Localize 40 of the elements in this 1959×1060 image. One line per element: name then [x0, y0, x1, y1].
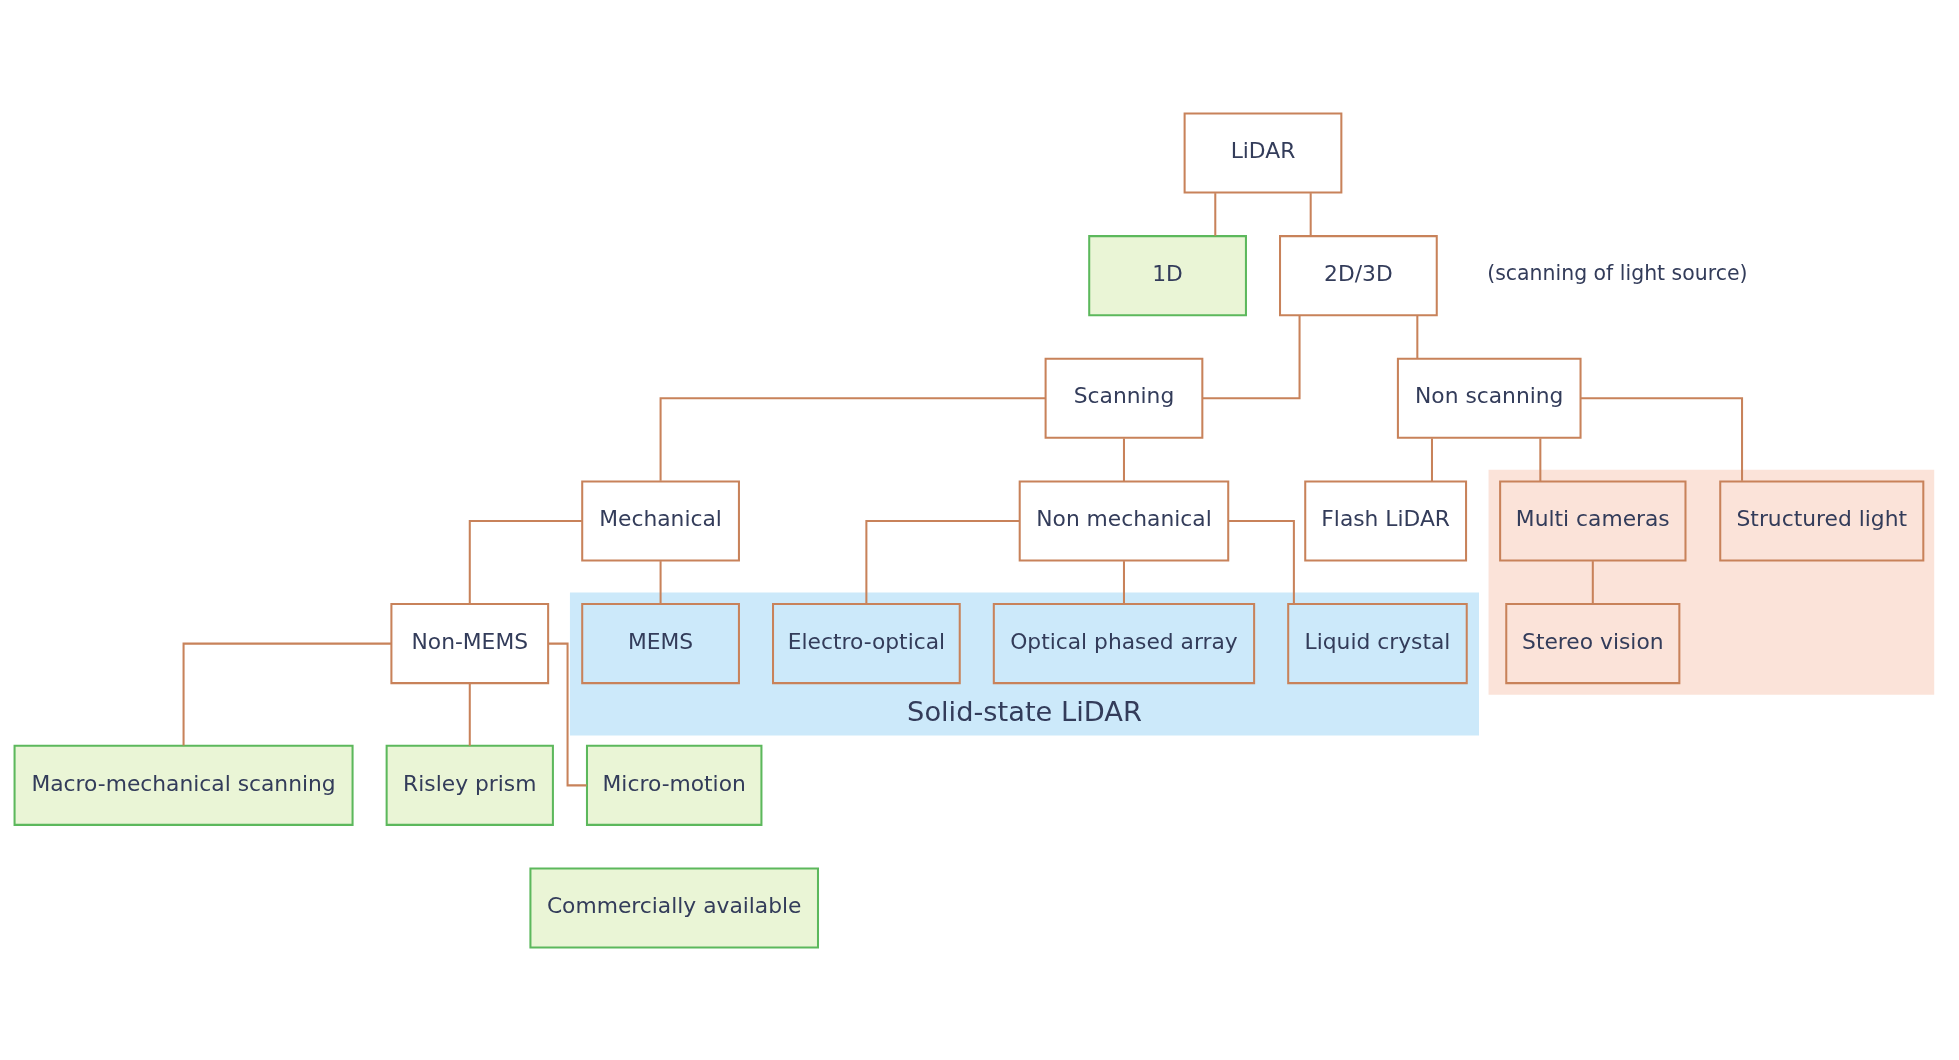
node-box: LiDAR: [1183, 111, 1343, 193]
connector: [865, 519, 1020, 603]
label: (scanning of light source): [1487, 260, 1748, 285]
connector: [1122, 437, 1125, 481]
node-box: Macro-mechanical scanning: [13, 744, 354, 826]
node-box: Non mechanical: [1018, 479, 1230, 561]
node-box: Structured light: [1719, 479, 1925, 561]
node-box: Scanning: [1044, 357, 1204, 439]
connector: [182, 642, 392, 745]
connector: [1214, 192, 1217, 236]
connector: [659, 560, 662, 604]
node-box: Flash LiDAR: [1304, 479, 1468, 561]
connector: [548, 642, 587, 786]
node-box: Optical phased array: [992, 602, 1256, 684]
legend-label: Commercially available: [546, 892, 802, 918]
connector: [1591, 560, 1594, 604]
connector: [1416, 315, 1419, 358]
node-box: Mechanical: [581, 479, 740, 561]
connector: [1430, 437, 1433, 481]
node-box: Risley prism: [385, 744, 554, 826]
connector: [1539, 437, 1542, 481]
connector: [1228, 519, 1295, 603]
cluster: [1488, 469, 1935, 695]
node-box: Micro-motion: [585, 744, 763, 826]
connector: [1202, 315, 1301, 399]
node-box: Multi cameras: [1499, 479, 1687, 561]
node-box: Non-MEMS: [390, 602, 550, 684]
node-box: 2D/3D: [1279, 234, 1438, 316]
node-box: 1D: [1088, 234, 1247, 316]
connector: [1309, 192, 1312, 236]
connector: [1122, 560, 1125, 604]
connector: [659, 396, 1046, 481]
connector: [1580, 396, 1744, 481]
connector: [468, 683, 471, 746]
node-box: Non scanning: [1396, 357, 1582, 439]
node-box: Electro-optical: [772, 602, 961, 684]
connector: [468, 519, 582, 603]
node-box: Stereo vision: [1505, 602, 1681, 684]
node-box: MEMS: [581, 602, 740, 684]
node-box: Liquid crystal: [1287, 602, 1468, 684]
